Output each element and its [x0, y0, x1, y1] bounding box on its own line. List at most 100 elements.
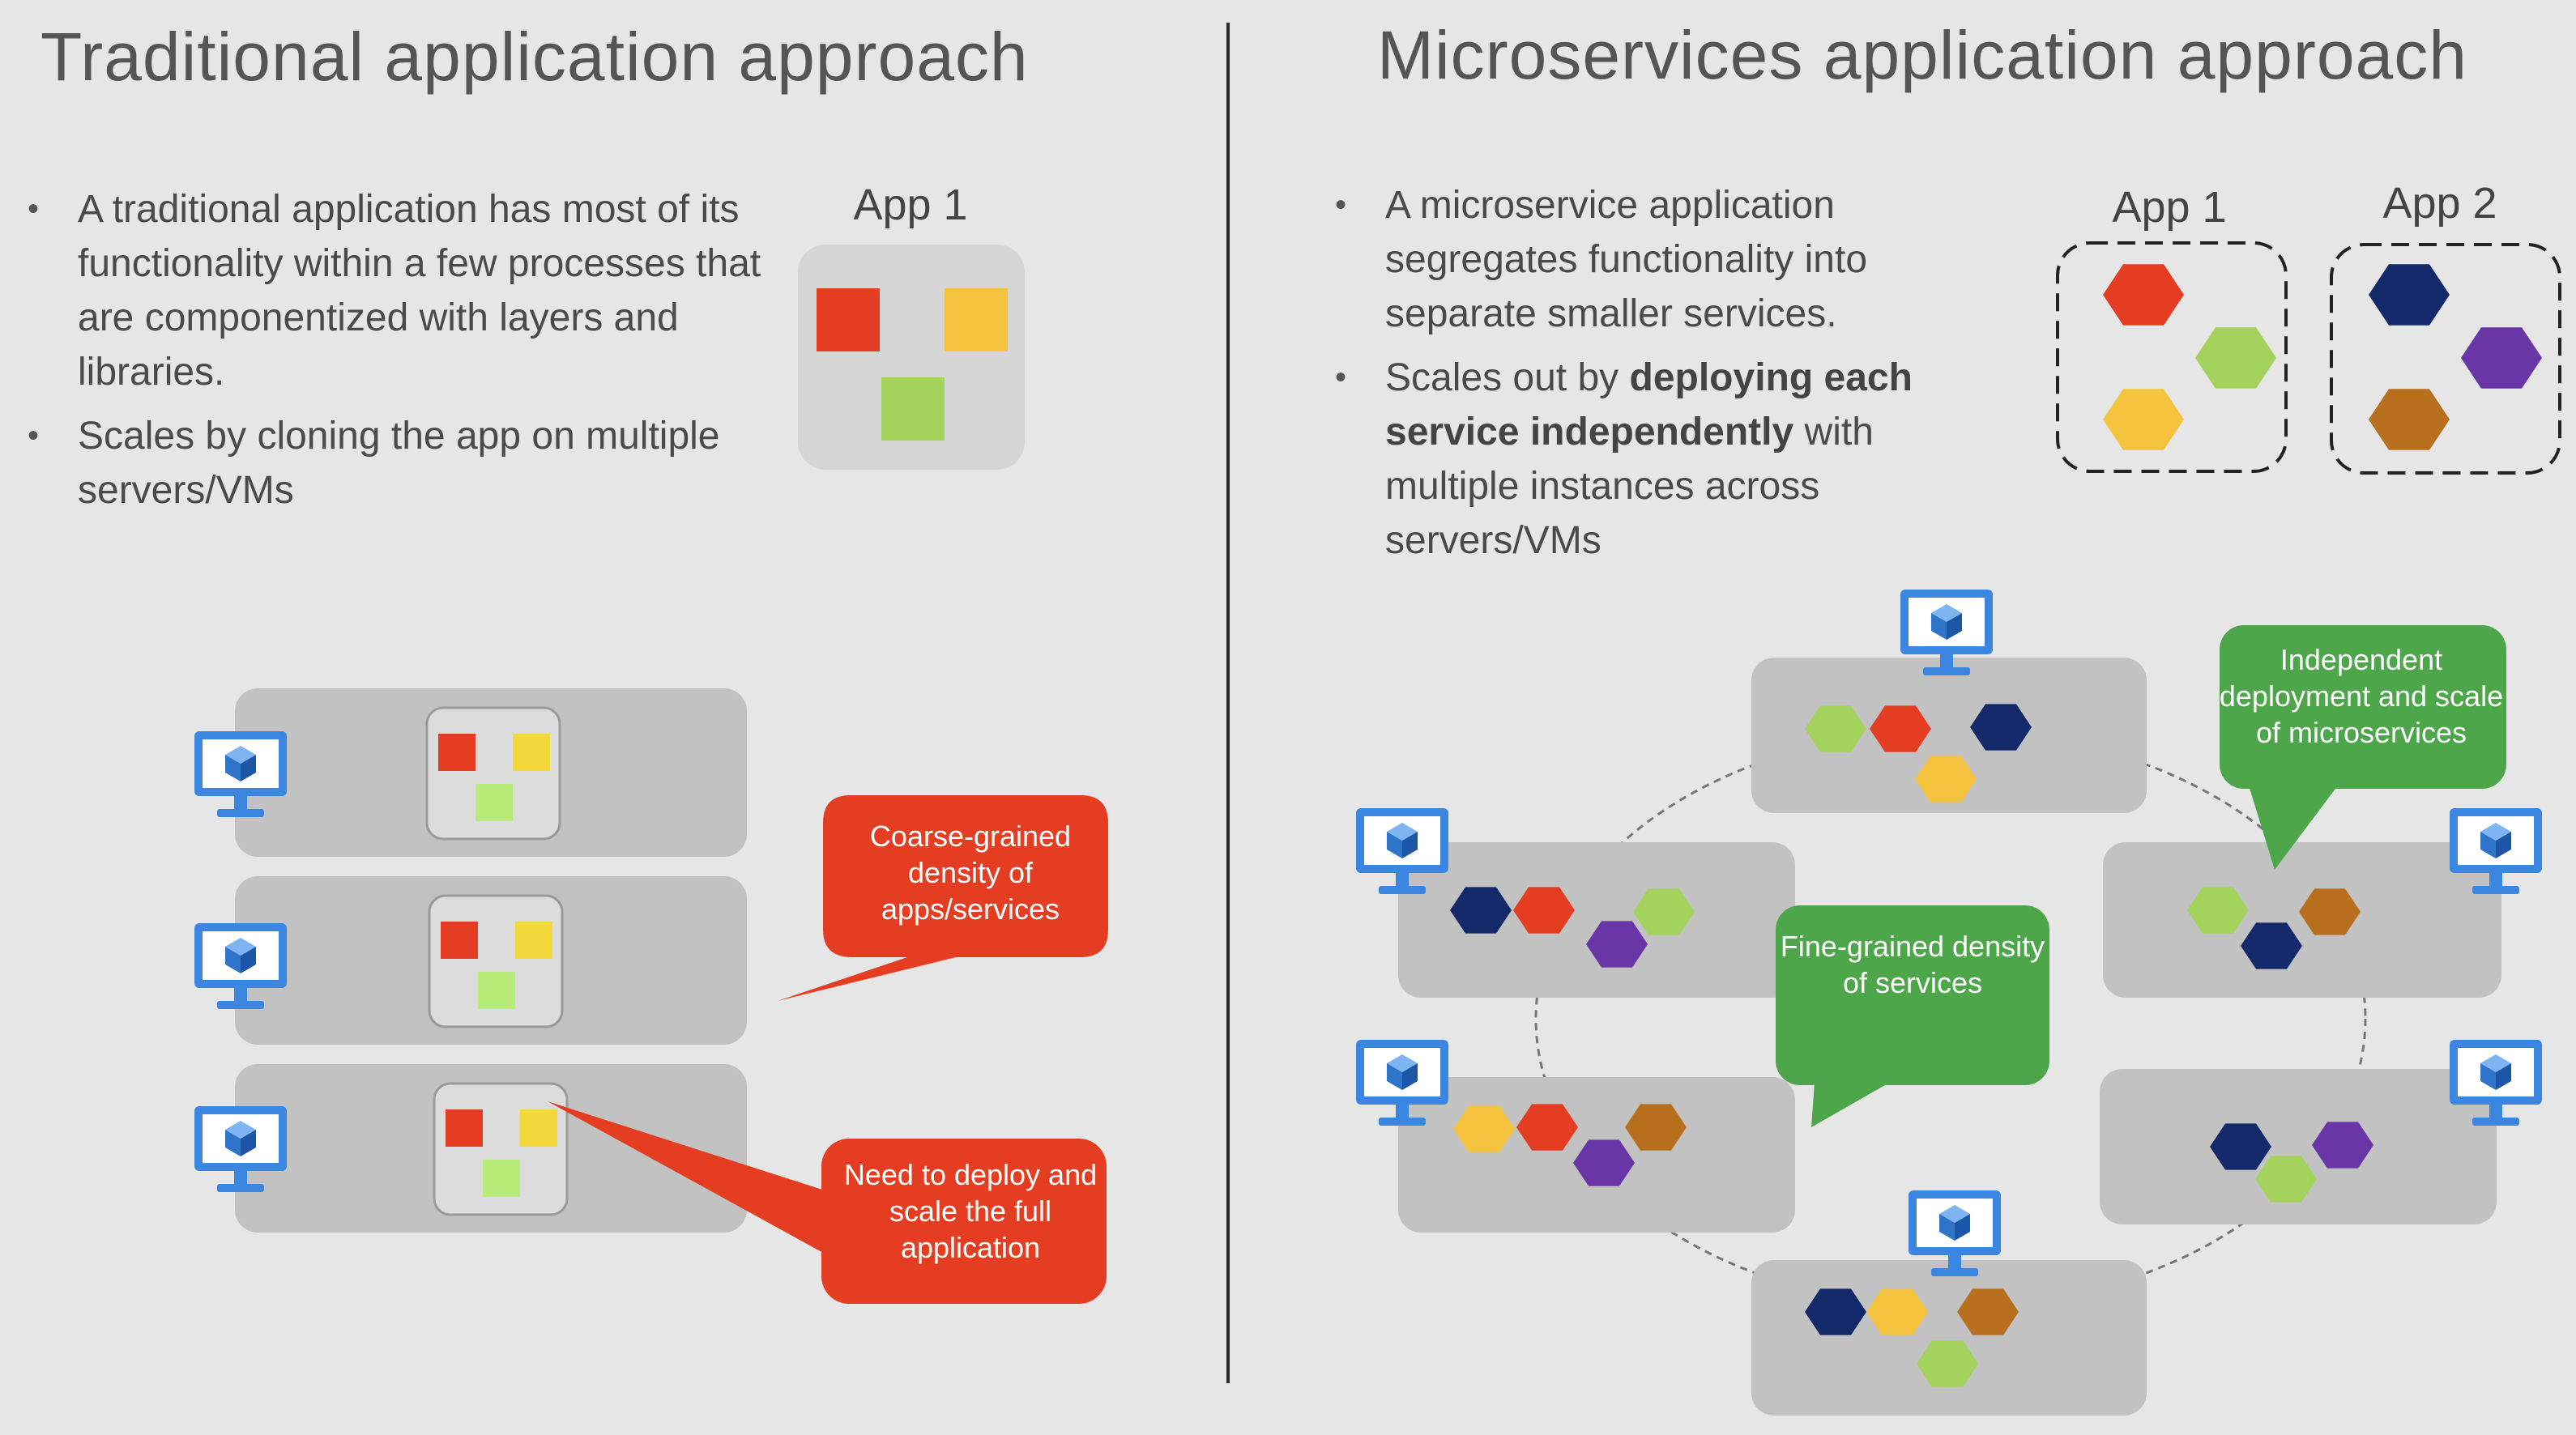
- independent-callout-text: Independent deployment and scale of micr…: [2219, 643, 2504, 749]
- right-monitor-top-cube-left: [1931, 613, 1947, 640]
- left-bullet-list: A traditional application has most of it…: [16, 182, 778, 527]
- right-app1-label: App 1: [2112, 183, 2227, 232]
- rs-ul-navy: [1450, 887, 1512, 934]
- right-monitor-ul-cube-right: [1402, 832, 1418, 858]
- right-app1-red-hex: [2103, 264, 2184, 326]
- left-monitor-1-base: [217, 809, 264, 817]
- rs-ur-navy: [2241, 922, 2302, 969]
- app1-red-component: [817, 288, 880, 351]
- rs-ll-purple: [1573, 1139, 1635, 1186]
- right-bullet-list: A microservice application segregates fu…: [1324, 178, 1988, 577]
- rs-ll-brown: [1625, 1104, 1687, 1151]
- rs-bot-brown: [1957, 1288, 2019, 1335]
- left-server-2-green: [478, 972, 515, 1009]
- left-monitor-1-cube-right: [241, 755, 256, 781]
- right-app1-yellow-hex: [2103, 389, 2184, 450]
- right-monitor-ul-stand: [1396, 873, 1409, 888]
- rs-top-yellow: [1915, 756, 1977, 803]
- right-bullet-2-bold: deploying each service independently: [1385, 356, 1913, 453]
- rs-lr-green: [2255, 1156, 2317, 1203]
- right-monitor-ll-base: [1379, 1118, 1426, 1126]
- left-title: Traditional application approach: [41, 19, 1029, 95]
- right-app2-label: App 2: [2382, 179, 2497, 228]
- rs-bot-navy: [1805, 1288, 1866, 1335]
- coarse-callout-text: Coarse-grained density of apps/services: [869, 820, 1072, 926]
- left-monitor-1-cube-left: [225, 755, 241, 781]
- right-monitor-ur-base: [2472, 886, 2519, 894]
- right-monitor-ur-cube-left: [2480, 832, 2496, 858]
- left-server-3-red: [446, 1109, 483, 1147]
- right-monitor-lr-base: [2472, 1118, 2519, 1126]
- fine-callout-text: Fine-grained density of services: [1780, 930, 2045, 999]
- left-server-3-yellow: [520, 1109, 557, 1147]
- rs-lr-purple: [2312, 1122, 2373, 1169]
- rs-ur-green: [2187, 887, 2249, 934]
- right-app2-brown-hex: [2369, 389, 2450, 450]
- left-server-3-green: [483, 1160, 520, 1197]
- rs-ul-green: [1633, 888, 1695, 935]
- left-app-label: App 1: [853, 181, 968, 229]
- right-monitor-top-stand: [1940, 654, 1953, 669]
- rs-ur-brown: [2299, 888, 2361, 935]
- rs-lr-navy: [2210, 1123, 2271, 1170]
- right-monitor-ul-cube-left: [1387, 832, 1402, 858]
- right-server-lr: [2100, 1069, 2497, 1224]
- rs-ul-purple: [1586, 921, 1648, 968]
- left-monitor-2-stand: [234, 988, 247, 1003]
- left-monitor-3-stand: [234, 1171, 247, 1186]
- left-server-1-red: [438, 734, 476, 771]
- right-bullet-2: Scales out by deploying each service ind…: [1324, 351, 1988, 568]
- left-bullet-1: A traditional application has most of it…: [16, 182, 778, 399]
- independent-callout-pointer: [2249, 786, 2338, 870]
- right-monitor-ur-stand: [2489, 873, 2502, 888]
- right-monitor-bottom-stand: [1948, 1255, 1961, 1270]
- right-app2-box: [2330, 243, 2561, 475]
- right-monitor-ll-stand: [1396, 1105, 1409, 1119]
- right-app2-purple-hex: [2461, 327, 2542, 389]
- right-monitor-lr-stand: [2489, 1105, 2502, 1119]
- right-app2-navy-hex: [2369, 264, 2450, 326]
- rs-bot-yellow: [1866, 1288, 1928, 1335]
- right-bullet-2-post: with multiple instances across servers/V…: [1385, 411, 1874, 562]
- right-monitor-ul-base: [1379, 886, 1426, 894]
- right-monitor-bottom-cube-left: [1939, 1214, 1955, 1241]
- left-server-2-yellow: [515, 922, 552, 959]
- rs-top-red: [1870, 705, 1931, 752]
- rs-ll-yellow: [1453, 1105, 1515, 1152]
- right-monitor-ll-cube-left: [1387, 1063, 1402, 1090]
- rs-top-green: [1805, 705, 1866, 752]
- fine-callout-pointer: [1811, 1082, 1891, 1127]
- rs-ul-red: [1513, 887, 1575, 934]
- independent-callout-bubble: [2220, 625, 2506, 789]
- right-title: Microservices application approach: [1377, 17, 2467, 93]
- right-bullet-1: A microservice application segregates fu…: [1324, 178, 1988, 341]
- left-monitor-2-base: [217, 1001, 264, 1009]
- right-server-ur: [2103, 842, 2501, 998]
- left-monitor-3-base: [217, 1184, 264, 1192]
- left-monitor-1-stand: [234, 796, 247, 811]
- deploy-callout-pointer: [548, 1101, 825, 1254]
- left-server-1-yellow: [513, 734, 550, 771]
- left-monitor-2-cube-right: [241, 947, 256, 973]
- right-monitor-top-base: [1923, 667, 1970, 675]
- right-monitor-top-cube-right: [1947, 613, 1962, 640]
- right-monitor-ur-cube-right: [2496, 832, 2511, 858]
- right-monitor-ll-cube-right: [1402, 1063, 1418, 1090]
- right-monitor-bottom-base: [1931, 1268, 1978, 1276]
- center-divider: [1226, 23, 1230, 1383]
- right-monitor-lr-cube-right: [2496, 1063, 2511, 1090]
- app1-yellow-component: [945, 288, 1008, 351]
- right-app1-box: [2056, 241, 2288, 473]
- deploy-callout-bubble: [821, 1139, 1107, 1304]
- left-monitor-3-cube-right: [241, 1130, 256, 1156]
- right-monitor-lr-cube-left: [2480, 1063, 2496, 1090]
- cluster-ring: [1534, 729, 2367, 1309]
- left-bullet-2: Scales by cloning the app on multiple se…: [16, 409, 778, 517]
- right-server-ul: [1398, 842, 1795, 998]
- right-bullet-2-pre: Scales out by: [1385, 356, 1630, 399]
- fine-callout-bubble: [1776, 905, 2049, 1085]
- app1-green-component: [881, 377, 945, 441]
- left-server-1-green: [476, 784, 513, 821]
